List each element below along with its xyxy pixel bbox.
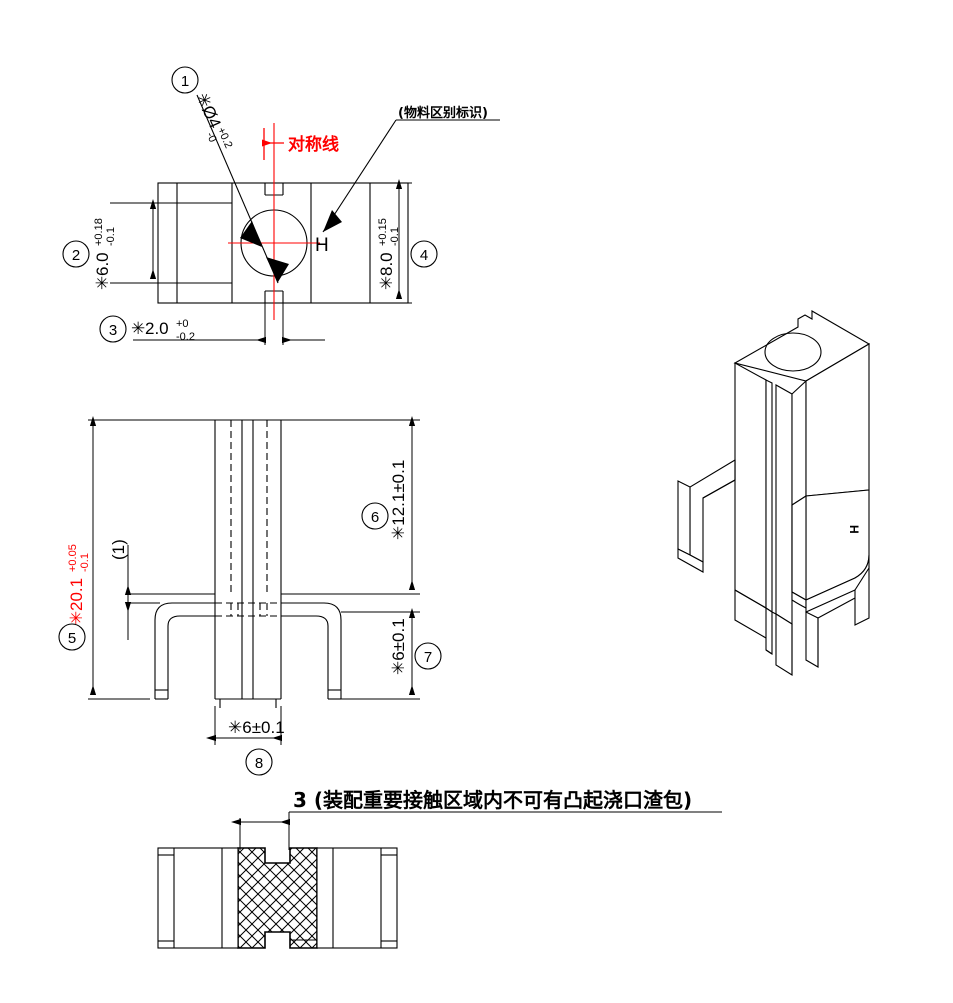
dimension-5-extension (88, 416, 215, 700)
top-view-geometry (157, 123, 409, 320)
balloon-8-number: 8 (255, 755, 263, 772)
dimension-5-value: 20.1 (67, 578, 86, 611)
dimension-5-star: ✳ (67, 611, 86, 625)
dimension-1-text-group: ✳ Ø4 +0.2 -0 (192, 90, 234, 150)
symmetry-line-annotation (262, 128, 284, 160)
balloon-5-number: 5 (68, 630, 76, 647)
front-view-geometry (140, 419, 356, 708)
balloon-markers (58, 66, 442, 776)
material-mark-note: (物料区别标识) (398, 105, 488, 121)
dimension-4-upper-tol: +0.15 (377, 218, 389, 246)
material-mark-glyph: H (315, 235, 329, 256)
dimension-2-upper-tol: +0.18 (93, 218, 105, 246)
balloon-7-number: 7 (424, 649, 432, 666)
symmetry-line-label: 对称线 (288, 134, 339, 155)
dimension-5-upper-tol: +0.05 (67, 544, 79, 572)
dimension-3-value: 2.0 (145, 319, 169, 338)
section-note-dimension (231, 811, 722, 850)
balloon-2-number: 2 (72, 247, 80, 264)
dimension-6-extension (281, 416, 420, 595)
dimension-1-star: ✳ (192, 90, 215, 111)
dimension-3-lower-tol: -0.2 (176, 331, 195, 343)
dimension-4-value: 8.0 (377, 252, 396, 276)
reference-dimension-extension (124, 545, 160, 640)
iso-view-geometry (677, 310, 871, 676)
dimension-8-text: ✳6±0.1 (228, 718, 285, 737)
dimension-4-lower-tol: -0.1 (389, 227, 401, 246)
balloon-6-number: 6 (371, 509, 379, 526)
dimension-3-extension (133, 303, 325, 345)
dimension-3-star: ✳ (131, 319, 145, 338)
section-view-geometry (157, 847, 398, 949)
dimension-3-upper-tol: +0 (176, 318, 189, 330)
dimension-2-value: 6.0 (93, 252, 112, 276)
dimension-3-text-group: ✳ 2.0 +0 -0.2 (131, 318, 195, 343)
dimension-2-text-group: ✳ 6.0 +0.18 -0.1 (93, 218, 117, 290)
balloon-1-leader (196, 94, 289, 284)
dimension-2-star: ✳ (93, 276, 112, 290)
dimension-4-star: ✳ (377, 276, 396, 290)
dimension-5-lower-tol: -0.1 (79, 553, 91, 572)
dimension-7-extension (341, 608, 420, 700)
dimension-7-text: ✳6±0.1 (389, 618, 408, 675)
dimension-5-text-group: ✳ 20.1 +0.05 -0.1 (67, 544, 91, 625)
dimension-6-text: ✳12.1±0.1 (389, 460, 408, 540)
dimension-1-lower-tol: -0 (204, 130, 219, 144)
material-mark-leader (322, 119, 500, 233)
reference-label: (1) (109, 539, 128, 560)
dimension-2-extension (110, 199, 160, 284)
balloon-4-number: 4 (420, 247, 428, 264)
dimension-4-text-group: ✳ 8.0 +0.15 -0.1 (377, 218, 401, 290)
dimension-8-extension (206, 706, 282, 745)
balloon-1-number: 1 (181, 73, 189, 90)
dimension-2-lower-tol: -0.1 (105, 227, 117, 246)
balloon-3-number: 3 (109, 322, 117, 339)
iso-material-mark-glyph: H (847, 525, 861, 534)
section-note-text: 3 (装配重要接触区域内不可有凸起浇口渣包) (293, 788, 692, 812)
dimension-4-extension (395, 179, 412, 304)
